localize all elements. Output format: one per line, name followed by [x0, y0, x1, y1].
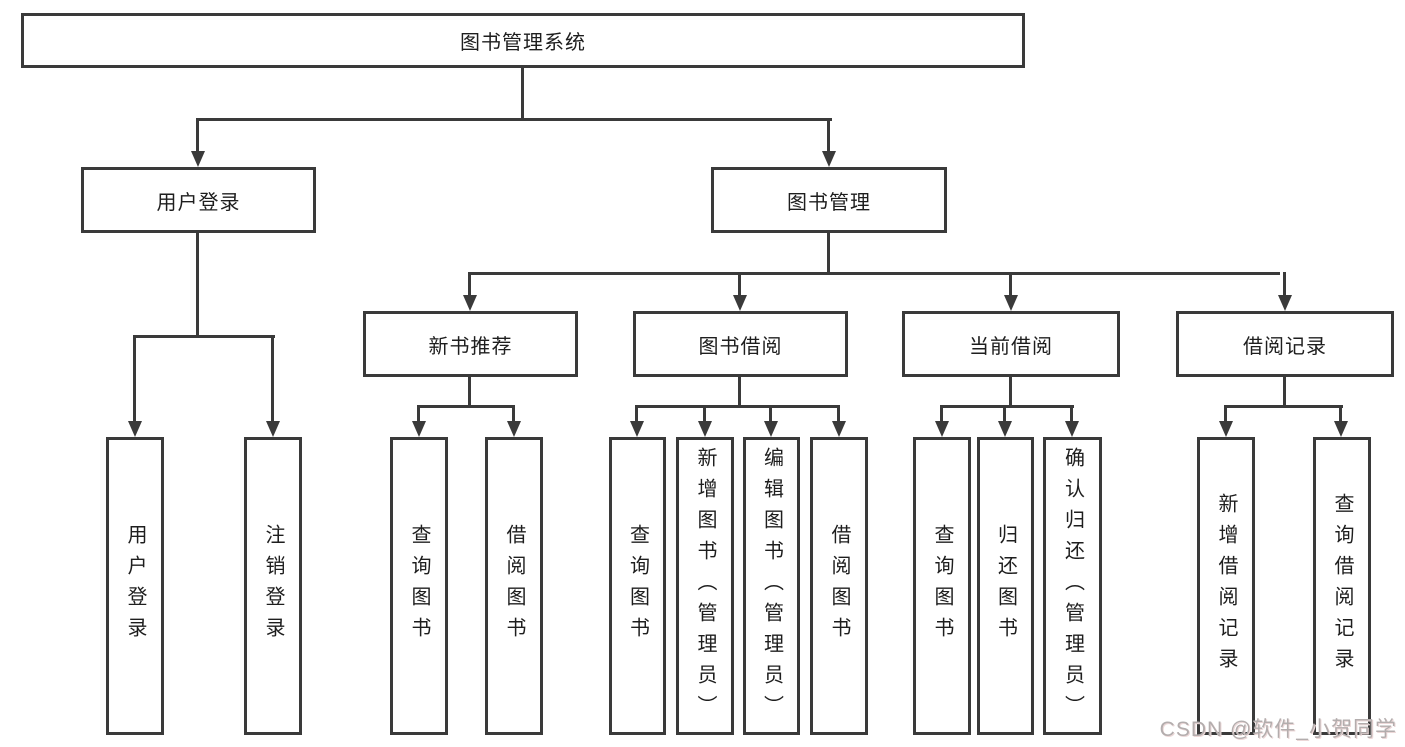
node-user-login: 用户登录	[81, 167, 316, 233]
arrow-down-icon	[462, 272, 477, 311]
edge-book-borrowing-branch-line	[635, 405, 840, 408]
node-current-borrowing: 当前借阅	[902, 311, 1120, 377]
edge-book-management-branch-line	[469, 272, 1280, 275]
node-book-borrowing: 图书借阅	[633, 311, 848, 377]
leaf-query-books-borrowing: 查询图书	[609, 437, 666, 735]
leaf-label: 新增借阅记录	[1215, 493, 1237, 679]
arrow-down-icon	[697, 405, 712, 437]
arrow-down-icon	[1218, 405, 1233, 437]
arrow-down-icon	[127, 335, 142, 437]
leaf-return-books: 归还图书	[977, 437, 1034, 735]
node-book-management: 图书管理	[711, 167, 947, 233]
node-label: 借阅记录	[1243, 335, 1327, 358]
arrow-down-icon	[265, 335, 280, 437]
leaf-label: 归还图书	[994, 524, 1017, 648]
node-label: 图书借阅	[698, 335, 783, 358]
node-label: 用户登录	[156, 191, 241, 214]
arrow-down-icon	[934, 405, 949, 437]
arrow-down-icon	[1064, 405, 1079, 437]
node-new-book-recommendation: 新书推荐	[363, 311, 578, 377]
node-label: 图书管理系统	[460, 32, 586, 54]
arrow-down-icon	[732, 272, 747, 311]
arrow-down-icon	[190, 118, 205, 167]
arrow-down-icon	[1277, 272, 1292, 311]
edge-new-book-stem-line	[468, 377, 471, 408]
node-label: 图书管理	[787, 191, 871, 214]
leaf-label: 编辑图书（管理员）	[760, 446, 783, 726]
arrow-down-icon	[1003, 272, 1018, 311]
leaf-label: 新增图书（管理员）	[694, 446, 716, 726]
arrow-down-icon	[629, 405, 644, 437]
node-label: 新书推荐	[428, 335, 513, 358]
leaf-query-borrow-record: 查询借阅记录	[1313, 437, 1371, 735]
arrow-down-icon	[831, 405, 846, 437]
node-borrowing-records: 借阅记录	[1176, 311, 1394, 377]
arrow-down-icon	[821, 118, 836, 167]
arrow-down-icon	[411, 405, 426, 437]
edge-current-borrowing-branch-line	[940, 405, 1074, 408]
arrow-down-icon	[997, 405, 1012, 437]
leaf-label: 查询图书	[931, 524, 953, 648]
edge-borrowing-records-branch-line	[1224, 405, 1343, 408]
edge-book-management-stem-line	[827, 233, 830, 275]
leaf-user-login: 用户登录	[106, 437, 164, 735]
edge-current-borrowing-stem-line	[1009, 377, 1012, 408]
leaf-label: 查询借阅记录	[1331, 493, 1353, 679]
leaf-confirm-return-admin: 确认归还（管理员）	[1043, 437, 1102, 735]
leaf-label: 借阅图书	[828, 524, 850, 648]
edge-root-stem-line	[521, 68, 524, 121]
csdn-watermark: CSDN @软件_小贺同学	[1159, 718, 1397, 741]
leaf-add-borrow-record: 新增借阅记录	[1197, 437, 1255, 735]
arrow-down-icon	[763, 405, 778, 437]
leaf-borrow-books-recommend: 借阅图书	[485, 437, 543, 735]
leaf-query-books-current: 查询图书	[913, 437, 971, 735]
leaf-query-books-recommend: 查询图书	[390, 437, 448, 735]
leaf-label: 借阅图书	[503, 524, 525, 648]
leaf-label: 确认归还（管理员）	[1061, 446, 1084, 726]
leaf-logout: 注销登录	[244, 437, 302, 735]
arrow-down-icon	[1333, 405, 1348, 437]
edge-book-borrowing-stem-line	[738, 377, 741, 408]
edge-new-book-branch-line	[417, 405, 515, 408]
edge-user-login-branch-line	[133, 335, 275, 338]
node-label: 当前借阅	[969, 335, 1053, 358]
leaf-label: 用户登录	[124, 524, 146, 648]
leaf-edit-books-admin: 编辑图书（管理员）	[743, 437, 800, 735]
arrow-down-icon	[506, 405, 521, 437]
edge-borrowing-records-stem-line	[1283, 377, 1286, 408]
leaf-borrow-books: 借阅图书	[810, 437, 868, 735]
edge-root-branch-line	[196, 118, 832, 121]
leaf-add-books-admin: 新增图书（管理员）	[676, 437, 734, 735]
leaf-label: 查询图书	[626, 524, 649, 648]
leaf-label: 查询图书	[408, 524, 430, 648]
edge-user-login-stem-line	[196, 233, 199, 338]
leaf-label: 注销登录	[262, 524, 284, 648]
node-library-management-system: 图书管理系统	[21, 13, 1025, 68]
